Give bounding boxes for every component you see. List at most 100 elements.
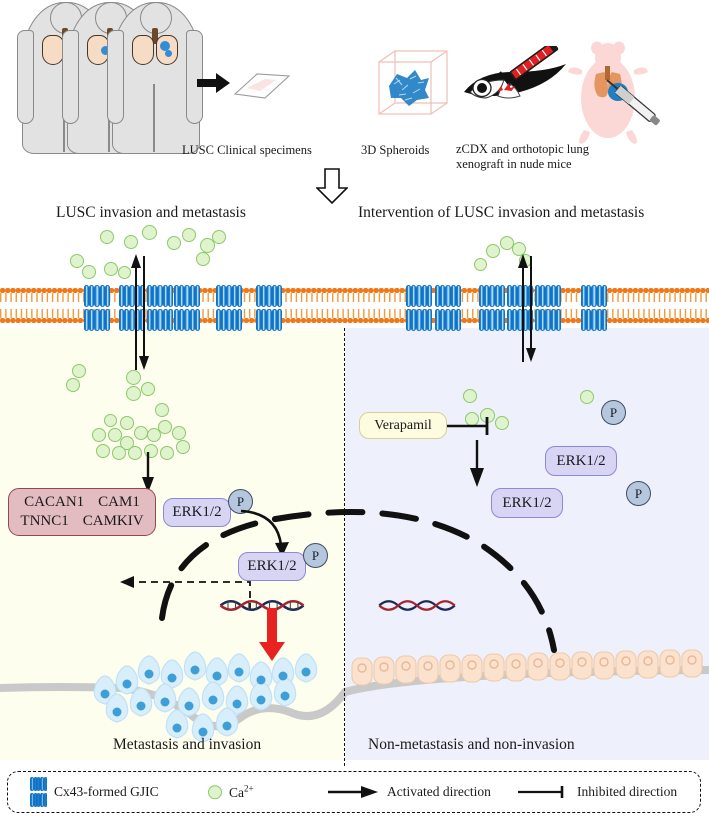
calcium-ion xyxy=(495,416,509,430)
legend-box: Cx43-formed GJIC Ca2+ Activated directio… xyxy=(7,771,701,813)
gene-camkiv: CAMKIV xyxy=(82,513,144,529)
leg-divider xyxy=(153,84,155,152)
left-lobe xyxy=(42,35,64,65)
calcium-ion xyxy=(486,244,500,258)
erk-unphosphorylated-right: ERK1/2 xyxy=(545,446,617,476)
hollow-down-arrow-icon xyxy=(316,168,348,204)
legend-calcium-label: Ca2+ xyxy=(229,783,254,800)
intracellular-calcium-group-left xyxy=(0,360,345,480)
right-arm xyxy=(186,30,203,124)
calcium-ion-icon xyxy=(208,785,222,799)
calcium-ion xyxy=(474,258,487,271)
calcium-ion xyxy=(580,390,594,404)
black-right-arrow-icon xyxy=(197,73,230,93)
activation-arrow-left xyxy=(142,452,154,493)
intracellular-calcium-group-right xyxy=(345,385,709,445)
caption-non-metastasis: Non-metastasis and non-invasion xyxy=(368,736,575,753)
cx43-connexon xyxy=(173,285,200,331)
zebrafish-injection-icon xyxy=(460,41,568,122)
tumor-spot xyxy=(160,41,170,51)
calcium-ion xyxy=(160,446,174,460)
calcium-ion xyxy=(126,370,141,385)
left-lobe xyxy=(132,35,154,65)
panel-divider xyxy=(344,328,345,766)
calcium-ion xyxy=(167,236,181,250)
legend-gjic: Cx43-formed GJIC xyxy=(30,777,159,807)
lipid-heads xyxy=(0,317,709,324)
calcium-ion xyxy=(72,364,86,378)
activation-arrow-right xyxy=(470,440,484,487)
gene-row-1: CACAN1 CAM1 xyxy=(24,493,140,512)
calcium-ion xyxy=(100,230,114,244)
inhibition-connector xyxy=(447,417,489,435)
caption-3d-spheroids: 3D Spheroids xyxy=(361,143,430,157)
inhibited-bar-icon xyxy=(518,786,564,798)
calcium-ion xyxy=(172,426,186,440)
left-arm xyxy=(107,30,124,124)
calcium-ion xyxy=(147,428,161,442)
calcium-ion xyxy=(96,444,110,458)
gene-cam1: CAM1 xyxy=(98,494,140,510)
calcium-ion xyxy=(463,389,477,403)
tumor-spot xyxy=(101,46,110,55)
erk-translocation-arrow xyxy=(240,509,289,557)
calcium-ion xyxy=(196,252,210,266)
nucleus-outline xyxy=(159,509,557,653)
cx43-connexon xyxy=(255,285,282,331)
cx43-connexon xyxy=(405,285,432,331)
calcium-ion xyxy=(126,386,141,401)
plasma-membrane-bilayer xyxy=(0,285,709,331)
calcium-ion xyxy=(92,428,106,442)
extracellular-calcium-group xyxy=(0,222,709,288)
lipid-tails xyxy=(0,293,709,302)
calcium-ion xyxy=(141,382,155,396)
erk-nuclear-left: ERK1/2 xyxy=(238,552,306,581)
panel-header-left: LUSC invasion and metastasis xyxy=(56,204,246,221)
calcium-ion xyxy=(124,235,138,249)
calcium-ion xyxy=(512,242,526,256)
erk-lower-right: ERK1/2 xyxy=(491,488,563,518)
lipid-tails xyxy=(0,309,709,318)
cx43-connexon xyxy=(146,285,173,331)
cx43-connexon xyxy=(478,285,505,331)
calcium-charge: 2+ xyxy=(244,783,254,794)
phospho-circle-free: P xyxy=(626,481,651,506)
trachea xyxy=(152,28,158,44)
calcium-ion xyxy=(182,228,196,242)
calcium-ion xyxy=(82,265,96,279)
nude-mouse-syringe-icon xyxy=(560,36,672,146)
tumor-spot xyxy=(165,50,172,57)
legend-gjic-label: Cx43-formed GJIC xyxy=(54,784,159,799)
legend-inhibited-label: Inhibited direction xyxy=(577,784,678,799)
cx43-connexon-icon xyxy=(30,777,47,807)
calcium-ion xyxy=(158,420,172,434)
cx43-connexon xyxy=(215,285,242,331)
caption-metastasis-invasion: Metastasis and invasion xyxy=(113,736,262,753)
gene-tnnc1: TNNC1 xyxy=(20,513,69,529)
phospho-circle: P xyxy=(228,489,253,514)
calcium-ion xyxy=(142,225,157,240)
calcium-ion xyxy=(104,262,118,276)
gene-row-2: TNNC1 CAMKIV xyxy=(20,512,143,531)
transcription-output-arrow xyxy=(259,608,285,661)
calcium-ion xyxy=(66,378,80,392)
gene-cacan1: CACAN1 xyxy=(24,494,85,510)
3d-spheroid-cube-icon xyxy=(377,48,449,122)
epithelial-tissue-layer xyxy=(0,640,709,743)
legend-calcium: Ca2+ xyxy=(208,783,254,801)
inner-leaflet xyxy=(0,309,709,324)
calcium-ion xyxy=(118,266,131,279)
caption-clinical-specimens: LUSC Clinical specimens xyxy=(182,143,312,157)
calcium-ion xyxy=(212,230,226,244)
microscope-slide-icon xyxy=(233,73,291,99)
panel-header-right: Intervention of LUSC invasion and metast… xyxy=(358,204,645,221)
dna-helix-right xyxy=(378,600,456,611)
calcium-influx-efflux-arrows-left xyxy=(131,254,149,370)
legend-inhibited: Inhibited direction xyxy=(518,784,677,800)
caption-zcdx-xenograft: zCDX and orthotopic lung xenograft in nu… xyxy=(456,142,589,171)
activated-arrow-icon xyxy=(328,786,378,798)
calcium-ion xyxy=(200,238,215,253)
cx43-connexon xyxy=(118,285,145,331)
phospho-circle: P xyxy=(303,543,328,568)
cx43-connexon xyxy=(580,285,607,331)
